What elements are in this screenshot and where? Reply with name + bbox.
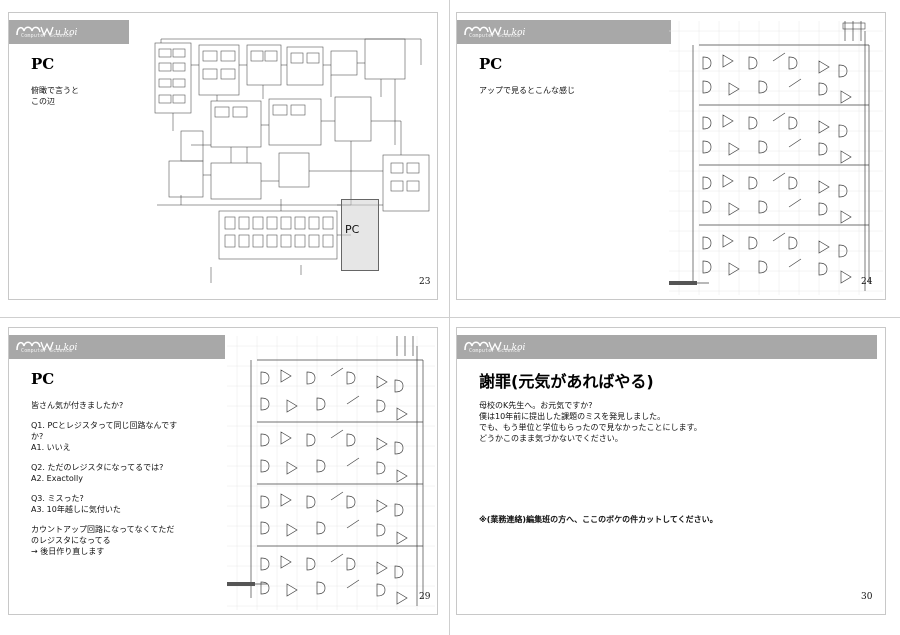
- body-line: A3. 10年越しに気付いた: [31, 505, 121, 514]
- svg-text:u.koi: u.koi: [55, 28, 78, 38]
- pc-circuit-closeup: [227, 336, 435, 610]
- page-number: 24: [861, 277, 873, 287]
- slide-30: u.koi Computer Science 謝罪(元気があればやる) 母校のK…: [456, 327, 886, 615]
- mikoi-logo: u.koi: [462, 23, 552, 43]
- slide-header-bar: u.koi Computer Science: [9, 335, 225, 359]
- slide-title: PC: [31, 370, 55, 388]
- page-divider-horizontal: [0, 317, 900, 318]
- body-line: のレジスタになってる: [31, 536, 111, 545]
- slide-body: 母校のK先生へ。お元気ですか? 僕は10年前に提出した課題のミスを発見しました。…: [479, 400, 702, 444]
- pc-circuit-closeup: [669, 21, 883, 295]
- editor-note: ※(業務連絡)編集班の方へ、ここのボケの件カットしてください。: [479, 515, 718, 524]
- slide-title: PC: [31, 55, 55, 73]
- logo-subtitle: Computer Science: [21, 348, 73, 354]
- body-line: A2. Exactolly: [31, 474, 83, 483]
- body-line: 母校のK先生へ。お元気ですか?: [479, 401, 593, 410]
- body-line: Q2. ただのレジスタになってるでは?: [31, 463, 164, 472]
- body-line: 俯瞰で言うと: [31, 86, 79, 95]
- body-line: この辺: [31, 97, 55, 106]
- slide-24: u.koi Computer Science PC アップで見るとこんな感じ: [456, 12, 886, 300]
- svg-text:u.koi: u.koi: [55, 343, 78, 353]
- body-line: Q1. PCとレジスタって同じ回路なんです: [31, 421, 178, 430]
- body-line: → 後日作り直します: [31, 547, 105, 556]
- slide-title: PC: [479, 55, 503, 73]
- slide-body: 俯瞰で言うと この辺: [31, 85, 79, 107]
- body-line: どうかこのまま気づかないでください。: [479, 434, 623, 443]
- pc-figure-label: PC: [345, 223, 360, 236]
- logo-subtitle: Computer Science: [469, 33, 521, 39]
- slide-29: u.koi Computer Science PC 皆さん気が付きましたか? Q…: [8, 327, 438, 615]
- page-number: 29: [419, 592, 431, 602]
- page-number: 23: [419, 277, 431, 287]
- mikoi-logo: u.koi: [14, 338, 104, 358]
- body-line: A1. いいえ: [31, 443, 71, 452]
- body-line: 皆さん気が付きましたか?: [31, 401, 124, 410]
- svg-text:u.koi: u.koi: [503, 28, 526, 38]
- circuit-overview-diagram: [154, 38, 430, 283]
- pc-highlight-box: [341, 199, 379, 271]
- slide-header-bar: u.koi Computer Science: [457, 20, 671, 44]
- page-number: 30: [861, 592, 873, 602]
- body-line: アップで見るとこんな感じ: [479, 86, 575, 95]
- mikoi-logo: u.koi: [462, 338, 552, 358]
- logo-subtitle: Computer Science: [21, 33, 73, 39]
- body-line: 僕は10年前に提出した課題のミスを発見しました。: [479, 412, 666, 421]
- slide-title: 謝罪(元気があればやる): [479, 372, 654, 391]
- body-line: でも、もう単位と学位もらったので見なかったことにします。: [479, 423, 702, 432]
- svg-text:u.koi: u.koi: [503, 343, 526, 353]
- body-line: カウントアップ回路になってなくてただ: [31, 525, 175, 534]
- logo-subtitle: Computer Science: [469, 348, 521, 354]
- slide-body: アップで見るとこんな感じ: [479, 85, 575, 96]
- slide-23: u.koi Computer Science PC 俯瞰で言うと この辺: [8, 12, 438, 300]
- body-line: か?: [31, 432, 44, 441]
- slide-header-bar: u.koi Computer Science: [9, 20, 129, 44]
- slide-header-bar: u.koi Computer Science: [457, 335, 877, 359]
- body-line: Q3. ミスった?: [31, 494, 84, 503]
- slide-body: 皆さん気が付きましたか? Q1. PCとレジスタって同じ回路なんです か? A1…: [31, 400, 177, 557]
- mikoi-logo: u.koi: [14, 23, 104, 43]
